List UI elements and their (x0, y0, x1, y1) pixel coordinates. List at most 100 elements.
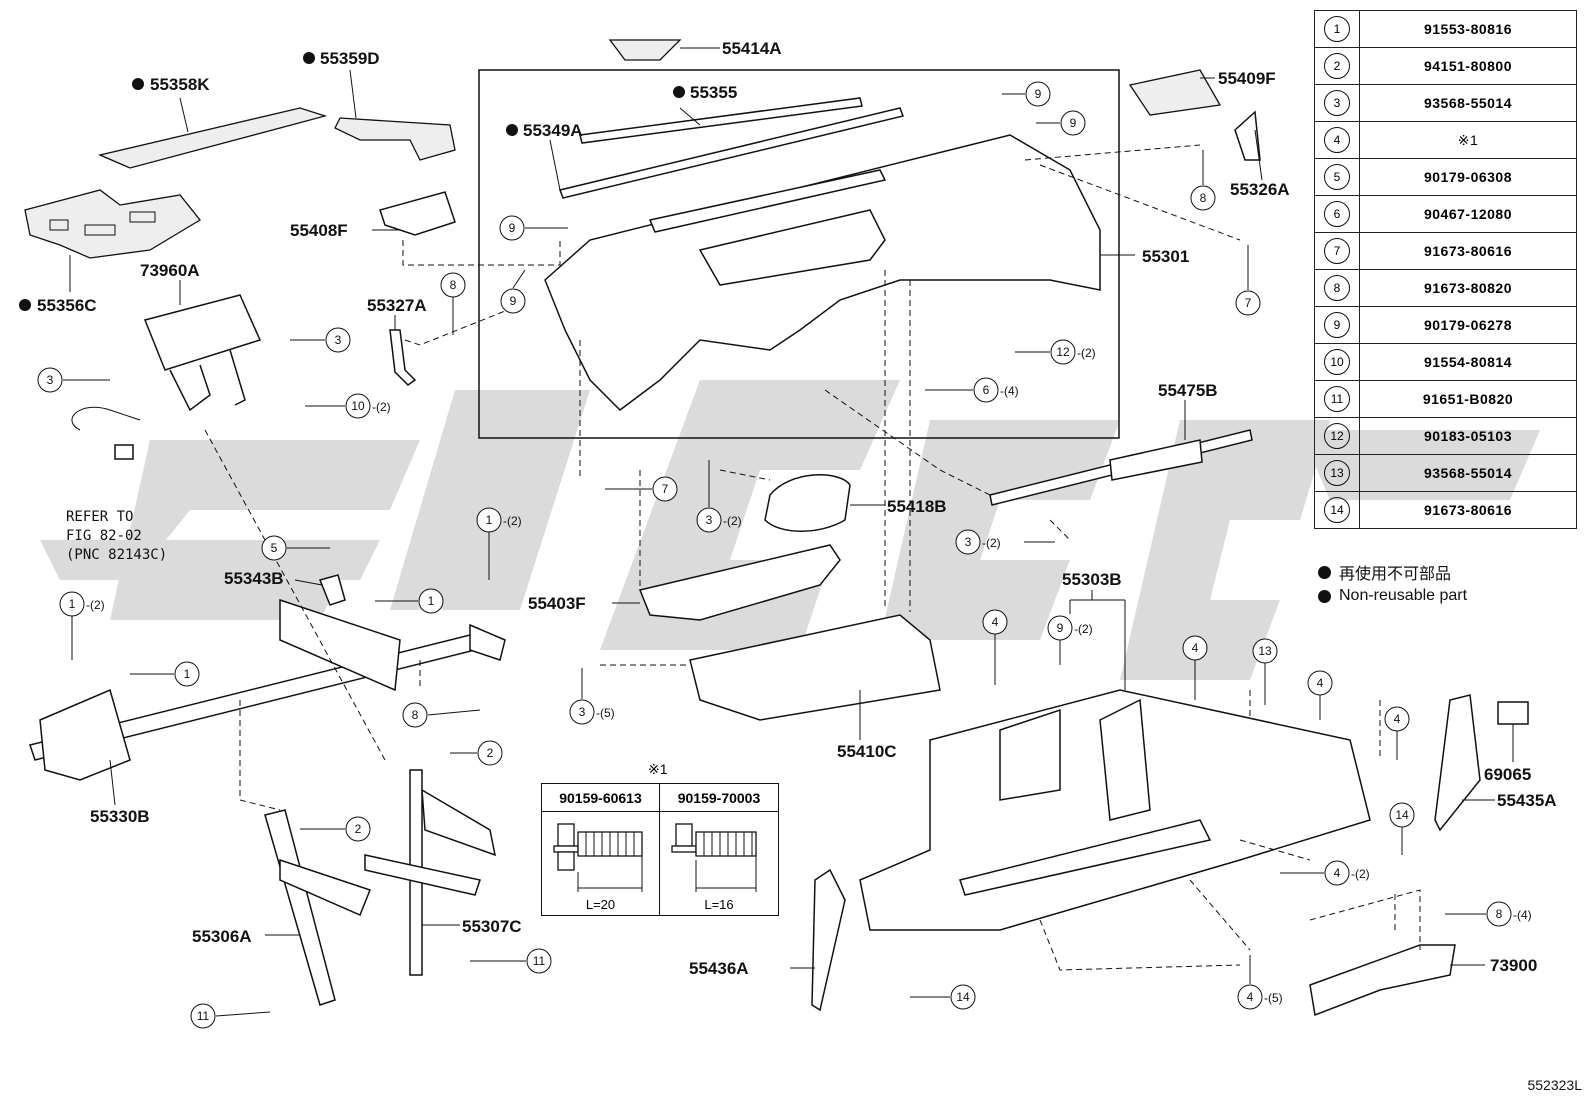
callout-4[interactable]: 4-(5) (1237, 955, 1283, 1010)
callout-1[interactable]: 1 (130, 661, 200, 687)
part-55307C[interactable] (364, 769, 496, 976)
callout-9[interactable]: 9 (1002, 81, 1051, 107)
non-reusable-marker (19, 299, 31, 311)
svg-text:4: 4 (1192, 641, 1199, 655)
svg-text:-(2): -(2) (503, 514, 522, 528)
callout-8[interactable]: 8 (402, 702, 481, 728)
part-73900[interactable] (1309, 889, 1485, 1017)
part-55359D[interactable] (334, 69, 456, 161)
bolt-illustration: L=20 (542, 812, 660, 915)
label-55330B: 55330B (90, 807, 150, 826)
svg-text:4: 4 (1394, 712, 1401, 726)
callout-8[interactable]: 8 (440, 272, 466, 335)
callout-3[interactable]: 3-(2) (696, 460, 742, 533)
callout-3[interactable]: 3 (290, 327, 351, 353)
part-55418B[interactable] (764, 474, 885, 532)
part-55343B[interactable] (294, 574, 346, 606)
part-55355[interactable] (559, 97, 904, 199)
label-55410C: 55410C (837, 742, 897, 761)
callout-11[interactable]: 11 (470, 948, 552, 974)
bolt-icon (671, 823, 757, 892)
part-labels: 55414A 55355 55349A 55358K 55359D 55356C… (19, 39, 1557, 978)
part-55414A[interactable] (608, 39, 720, 61)
part-69065[interactable] (1497, 701, 1529, 762)
callout-7[interactable]: 7 (605, 476, 678, 502)
part-55358K[interactable] (97, 97, 328, 169)
callout-8[interactable]: 8 (1190, 150, 1216, 211)
callout-1[interactable]: 1-(2) (59, 591, 105, 660)
callout-6[interactable]: 6-(4) (925, 377, 1019, 403)
callout-9[interactable]: 9 (1036, 110, 1086, 136)
label-73900: 73900 (1490, 956, 1537, 975)
callout-4[interactable]: 4 (1307, 670, 1333, 720)
callout-9[interactable]: 9 (500, 269, 526, 314)
part-55301[interactable] (544, 134, 1135, 411)
legend-row-jp: 再使用不可部品 (1318, 560, 1467, 584)
bolt-part-number: 90159-60613 (542, 784, 660, 812)
callout-4[interactable]: 4-(2) (1280, 860, 1370, 886)
callout-3[interactable]: 3-(2) (955, 529, 1055, 555)
callout-9[interactable]: 9-(2) (1047, 615, 1093, 665)
svg-text:-(2): -(2) (86, 598, 105, 612)
callout-4[interactable]: 4 (1384, 706, 1410, 760)
legend-text-en: Non-reusable part (1339, 587, 1468, 604)
svg-text:-(5): -(5) (1264, 991, 1283, 1005)
part-55356C[interactable] (24, 189, 201, 292)
part-55435A[interactable] (1434, 694, 1495, 832)
callout-14[interactable]: 14 (1389, 802, 1415, 855)
part-55436A[interactable] (790, 868, 846, 1012)
part-55303B[interactable] (859, 590, 1371, 931)
callout-8[interactable]: 8-(4) (1445, 901, 1532, 927)
fastener-callouts: 9 9 9 9 8 8 3 3 10-(2) 7 7 12-(2) 6-(4) … (37, 81, 1532, 1029)
part-73960A[interactable] (143, 280, 262, 412)
non-reusable-marker (506, 124, 518, 136)
callout-2[interactable]: 2 (300, 816, 371, 842)
callout-3[interactable]: 3 (37, 367, 110, 393)
svg-text:8: 8 (412, 708, 419, 722)
svg-text:8: 8 (1496, 907, 1503, 921)
callout-14[interactable]: 14 (910, 984, 976, 1010)
svg-text:1: 1 (428, 594, 435, 608)
callout-1[interactable]: 1-(2) (476, 507, 522, 580)
part-55326A[interactable] (1234, 110, 1263, 181)
part-55327A[interactable] (389, 315, 417, 386)
legend-row-en: Non-reusable part (1318, 584, 1467, 608)
svg-text:14: 14 (956, 990, 970, 1004)
callout-10[interactable]: 10-(2) (305, 393, 391, 419)
callout-3[interactable]: 3-(5) (569, 668, 615, 725)
svg-text:9: 9 (509, 221, 516, 235)
svg-text:-(2): -(2) (982, 536, 1001, 550)
callout-5[interactable]: 5 (261, 535, 330, 561)
part-55330B[interactable] (29, 598, 506, 806)
part-55475B[interactable] (989, 400, 1253, 506)
part-55409F[interactable] (1128, 69, 1222, 116)
callout-7[interactable]: 7 (1235, 245, 1261, 316)
svg-text:12: 12 (1056, 345, 1070, 359)
label-55418B: 55418B (887, 497, 947, 516)
callout-4[interactable]: 4 (982, 609, 1008, 685)
label-55359D: 55359D (320, 49, 380, 68)
callout-13[interactable]: 13 (1252, 638, 1278, 705)
svg-text:9: 9 (1070, 116, 1077, 130)
svg-text:2: 2 (487, 746, 494, 760)
part-55403F[interactable] (612, 544, 841, 621)
label-73960A: 73960A (140, 261, 200, 280)
non-reusable-marker (303, 52, 315, 64)
callout-4[interactable]: 4 (1182, 635, 1208, 700)
part-55306A[interactable] (264, 809, 371, 1006)
part-55408F[interactable] (372, 191, 456, 236)
callout-1[interactable]: 1 (375, 588, 444, 614)
svg-text:-(2): -(2) (1351, 867, 1370, 881)
callout-9[interactable]: 9 (499, 215, 568, 241)
callout-12[interactable]: 12-(2) (1015, 339, 1096, 365)
svg-text:-(2): -(2) (372, 400, 391, 414)
callout-11[interactable]: 11 (190, 1003, 271, 1029)
part-55410C[interactable] (689, 614, 941, 740)
svg-text:8: 8 (450, 278, 457, 292)
callout-2[interactable]: 2 (450, 740, 503, 766)
